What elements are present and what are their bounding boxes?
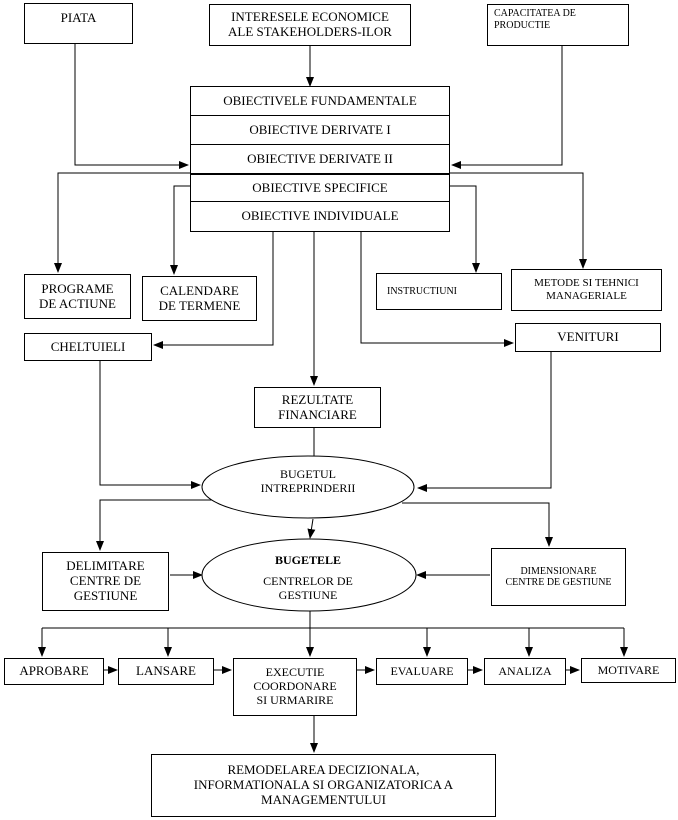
aprobare-box: APROBARE [4,658,104,685]
arrow-to-metode [450,172,587,269]
arrow-venituri-buget [417,352,552,492]
metode-tehnici-box: METODE SI TEHNICI MANAGERIALE [511,269,662,311]
bugetele-centre-ellipse [201,538,417,612]
executie-box: EXECUTIE COORDONARE SI URMARIRE [233,658,357,716]
analiza-box: ANALIZA [484,658,566,685]
bugetele-sub-clip: CENTRELOR DE GESTIUNE [228,574,388,599]
arrow-capacitate [451,46,563,169]
interese-economice-box: INTERESELE ECONOMICE ALE STAKEHOLDERS-IL… [209,4,411,46]
arrow-to-instructiuni [450,185,480,273]
obiective-derivate-1-box: OBIECTIVE DERIVATE I [190,115,450,145]
arrow-to-delimitare [96,499,212,551]
arrow-to-calendare [170,185,190,275]
obiective-fundamentale-box: OBIECTIVELE FUNDAMENTALE [190,86,450,116]
bugetul-intreprinderii-label: BUGETUL INTREPRINDERII [260,467,356,496]
obiective-derivate-2-box: OBIECTIVE DERIVATE II [190,144,450,174]
arrow-to-venituri [360,232,514,347]
programe-actiune-box: PROGRAME DE ACTIUNE [24,274,131,319]
remodelare-box: REMODELAREA DECIZIONALA, INFORMATIONALA … [151,754,496,817]
delimitare-centre-box: DELIMITARE CENTRE DE GESTIUNE [42,552,169,611]
lansare-box: LANSARE [118,658,214,685]
motivare-box: MOTIVARE [581,658,676,683]
arrow-to-bugetele [307,518,316,539]
venituri-box: VENITURI [515,323,661,352]
arrow-cheltuieli-buget [99,361,201,489]
arrow-piata [74,44,189,169]
dimensionare-centre-box: DIMENSIONARE CENTRE DE GESTIUNE [491,548,626,606]
obiective-specifice-box: OBIECTIVE SPECIFICE [190,174,450,202]
arrow-to-cheltuieli [153,232,274,349]
arrow-to-dimensionare [402,502,553,547]
bugetele-title: BUGETELE [274,553,342,567]
obiective-individuale-box: OBIECTIVE INDIVIDUALE [190,201,450,232]
instructiuni-box: INSTRUCTIUNI [376,273,502,310]
rezultate-financiare-box: REZULTATE FINANCIARE [254,387,381,428]
bugetele-centrelor-label: CENTRELOR DE GESTIUNE [263,574,353,599]
capacitate-productie-box: CAPACITATEA DE PRODUCTIE [487,4,629,46]
cheltuieli-box: CHELTUIELI [24,333,152,361]
calendare-termene-box: CALENDARE DE TERMENE [142,276,257,321]
piata-box: PIATA [24,3,133,44]
buget-intreprindere-ellipse [201,455,415,519]
evaluare-box: EVALUARE [376,658,468,685]
arrow-to-programe [54,172,190,273]
